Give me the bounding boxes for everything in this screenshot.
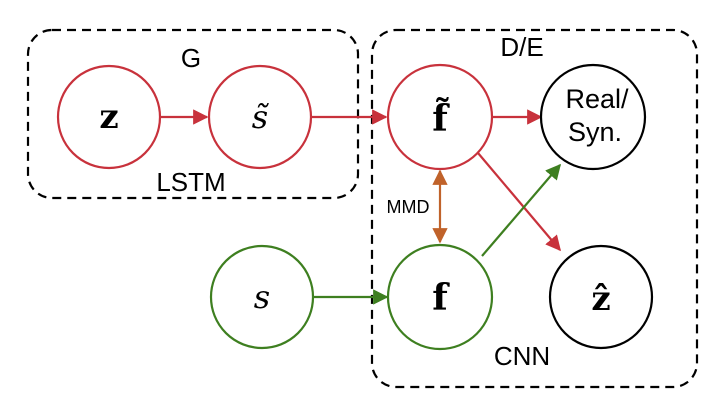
- group-box-de: [370, 28, 699, 389]
- node-label-z-hat: ẑ: [591, 279, 610, 319]
- node-label-f: f: [432, 277, 450, 319]
- group-sublabel-lstm: LSTM: [156, 167, 225, 197]
- group-label-g: G: [181, 43, 201, 73]
- node-label-real: Real/: [565, 84, 629, 114]
- node-label-s: s: [254, 278, 270, 316]
- edge-label-mmd: MMD: [387, 197, 430, 217]
- node-s: s: [209, 244, 315, 350]
- node-label-syn: Syn.: [568, 117, 622, 147]
- edge-f-to-real-syn: [481, 163, 562, 257]
- group-sublabel-cnn: CNN: [494, 341, 550, 371]
- node-z-hat: ẑ: [548, 244, 654, 350]
- node-z: z: [56, 64, 162, 170]
- group-box-g: [26, 28, 360, 200]
- node-f-tilde: f̃: [386, 63, 494, 171]
- node-label-f-tilde: f̃: [432, 98, 450, 140]
- edge-f-tilde-to-z-hat: [477, 152, 561, 252]
- node-f: f: [386, 243, 494, 351]
- group-label-de: D/E: [500, 32, 543, 62]
- node-label-z: z: [99, 97, 118, 137]
- node-real-syn: Real/ Syn.: [539, 63, 647, 171]
- node-label-s-tilde: s̃: [252, 98, 270, 136]
- node-s-tilde: s̃: [207, 64, 313, 170]
